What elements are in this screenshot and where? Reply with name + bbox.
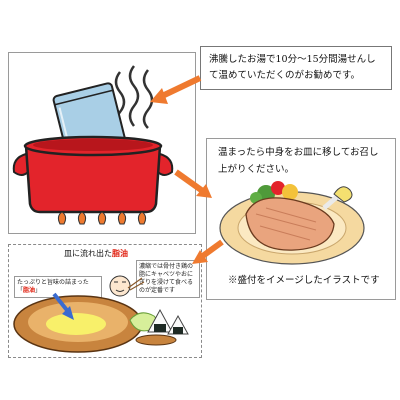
- step3-title-highlight: 脂油: [112, 248, 128, 258]
- arrow-step2: [174, 169, 212, 198]
- step3-title-prefix: 皿に流れ出た: [64, 249, 112, 258]
- step2-caption: ※盛付をイメージしたイラストです: [228, 275, 380, 286]
- arrow-step1: [150, 75, 202, 104]
- step3-left-note-suffix: 」: [35, 287, 42, 294]
- step3-right-note-text: 濃縮では骨付き鶏の脂にキャベツやおにぎりを浸けて食べるのが定番です: [139, 263, 194, 294]
- step2-note: 温まったら中身をお皿に移してお召し上がりください。: [218, 144, 388, 178]
- step3-left-note-prefix: たっぷりと旨味の詰まった「: [17, 279, 89, 294]
- pot-illustration: [12, 65, 174, 225]
- step3-left-note-highlight: 脂油: [23, 287, 36, 294]
- step1-text: 沸騰したお湯で10分～15分間湯せんして温めていただくのがお勧めです。: [209, 54, 376, 81]
- step1-note: 沸騰したお湯で10分～15分間湯せんして温めていただくのがお勧めです。: [200, 46, 392, 90]
- oil-plate-illustration: [13, 275, 189, 353]
- arrow-step3: [192, 239, 224, 264]
- step3-title: 皿に流れ出た脂油: [64, 248, 128, 259]
- step3-right-note: 濃縮では骨付き鶏の脂にキャベツやおにぎりを浸けて食べるのが定番です: [136, 260, 200, 298]
- step2-text: 温まったら中身をお皿に移してお召し上がりください。: [218, 147, 379, 175]
- plate-illustration: [219, 181, 365, 265]
